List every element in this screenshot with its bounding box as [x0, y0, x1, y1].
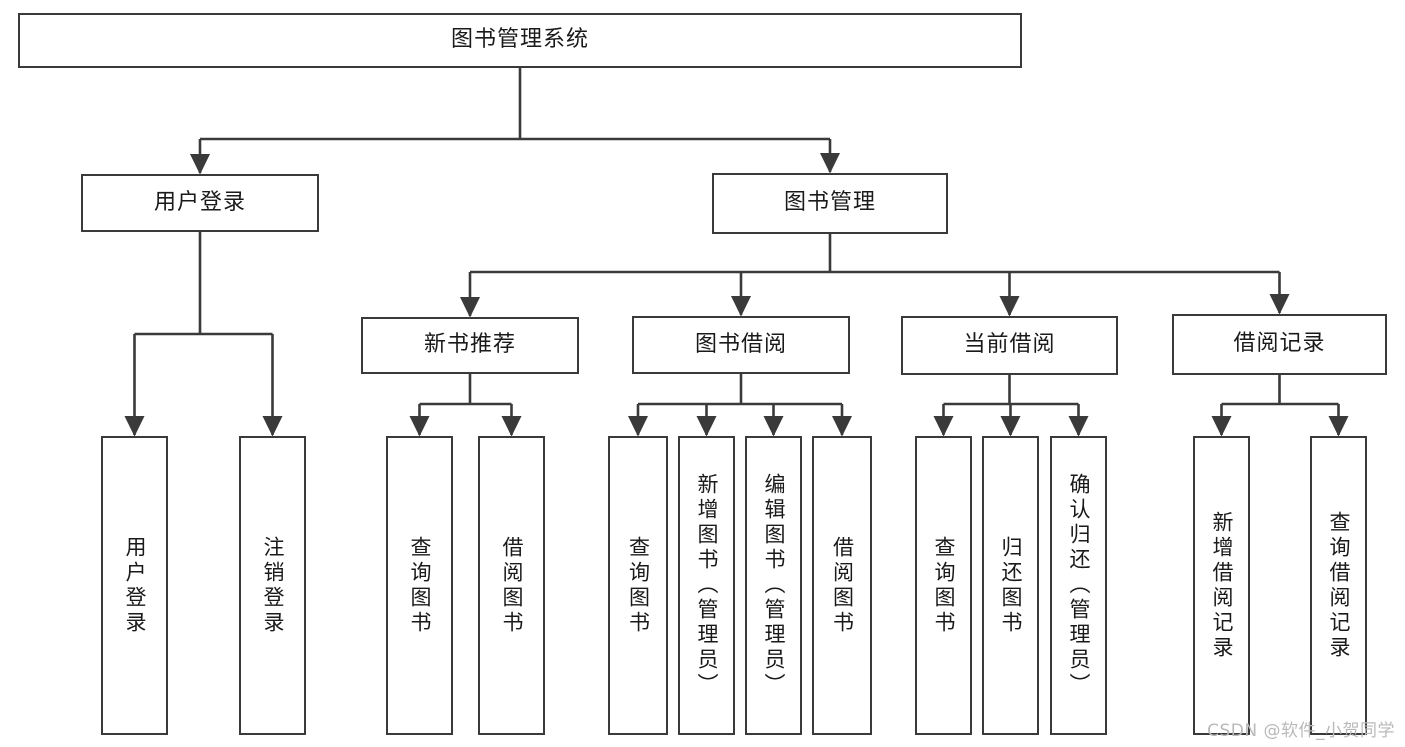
node-book-management-label: 图书管理 [783, 190, 876, 216]
leaf-query-book-borrow-label: 查询图书 [626, 535, 651, 636]
leaf-return-book[interactable]: 归还图书 [982, 436, 1039, 735]
leaf-query-book-current-label: 查询图书 [932, 535, 957, 636]
leaf-user-login-label: 用户登录 [123, 535, 148, 636]
leaf-user-login[interactable]: 用户登录 [101, 436, 168, 735]
leaf-add-book-admin-label: 新增图书（管理员） [695, 473, 720, 698]
leaf-edit-book-admin-label: 编辑图书（管理员） [762, 473, 787, 698]
leaf-return-book-label: 归还图书 [999, 535, 1024, 636]
leaf-confirm-return-admin[interactable]: 确认归还（管理员） [1050, 436, 1107, 735]
node-root[interactable]: 图书管理系统 [18, 13, 1022, 68]
leaf-borrow-book-recommendation[interactable]: 借阅图书 [478, 436, 545, 735]
leaf-add-book-admin[interactable]: 新增图书（管理员） [678, 436, 735, 735]
leaf-query-book-borrow[interactable]: 查询图书 [608, 436, 668, 735]
node-book-management[interactable]: 图书管理 [712, 173, 948, 234]
leaf-logout-label: 注销登录 [261, 535, 286, 636]
leaf-logout[interactable]: 注销登录 [239, 436, 306, 735]
leaf-confirm-return-admin-label: 确认归还（管理员） [1067, 473, 1092, 698]
leaf-query-book-recommendation-label: 查询图书 [408, 535, 433, 636]
leaf-query-book-recommendation[interactable]: 查询图书 [386, 436, 453, 735]
node-user-login-label: 用户登录 [153, 189, 246, 215]
leaf-query-book-current[interactable]: 查询图书 [915, 436, 972, 735]
node-borrow-record[interactable]: 借阅记录 [1172, 314, 1387, 375]
node-current-borrow[interactable]: 当前借阅 [901, 316, 1118, 375]
node-new-book-recommendation[interactable]: 新书推荐 [361, 317, 579, 374]
leaf-query-borrow-record[interactable]: 查询借阅记录 [1310, 436, 1367, 735]
node-current-borrow-label: 当前借阅 [963, 332, 1056, 358]
node-user-login[interactable]: 用户登录 [81, 174, 319, 232]
node-root-label: 图书管理系统 [450, 27, 589, 53]
node-book-borrow-label: 图书借阅 [694, 331, 787, 357]
leaf-add-borrow-record[interactable]: 新增借阅记录 [1193, 436, 1250, 735]
leaf-borrow-book-borrow[interactable]: 借阅图书 [812, 436, 872, 735]
leaf-query-borrow-record-label: 查询借阅记录 [1327, 510, 1352, 661]
node-borrow-record-label: 借阅记录 [1233, 331, 1326, 357]
node-book-borrow[interactable]: 图书借阅 [632, 316, 850, 374]
watermark: CSDN @软件_小贺同学 [1207, 721, 1395, 741]
leaf-add-borrow-record-label: 新增借阅记录 [1210, 510, 1235, 661]
node-new-book-recommendation-label: 新书推荐 [423, 332, 516, 358]
leaf-borrow-book-borrow-label: 借阅图书 [830, 535, 855, 636]
leaf-borrow-book-recommendation-label: 借阅图书 [500, 535, 525, 636]
leaf-edit-book-admin[interactable]: 编辑图书（管理员） [745, 436, 802, 735]
